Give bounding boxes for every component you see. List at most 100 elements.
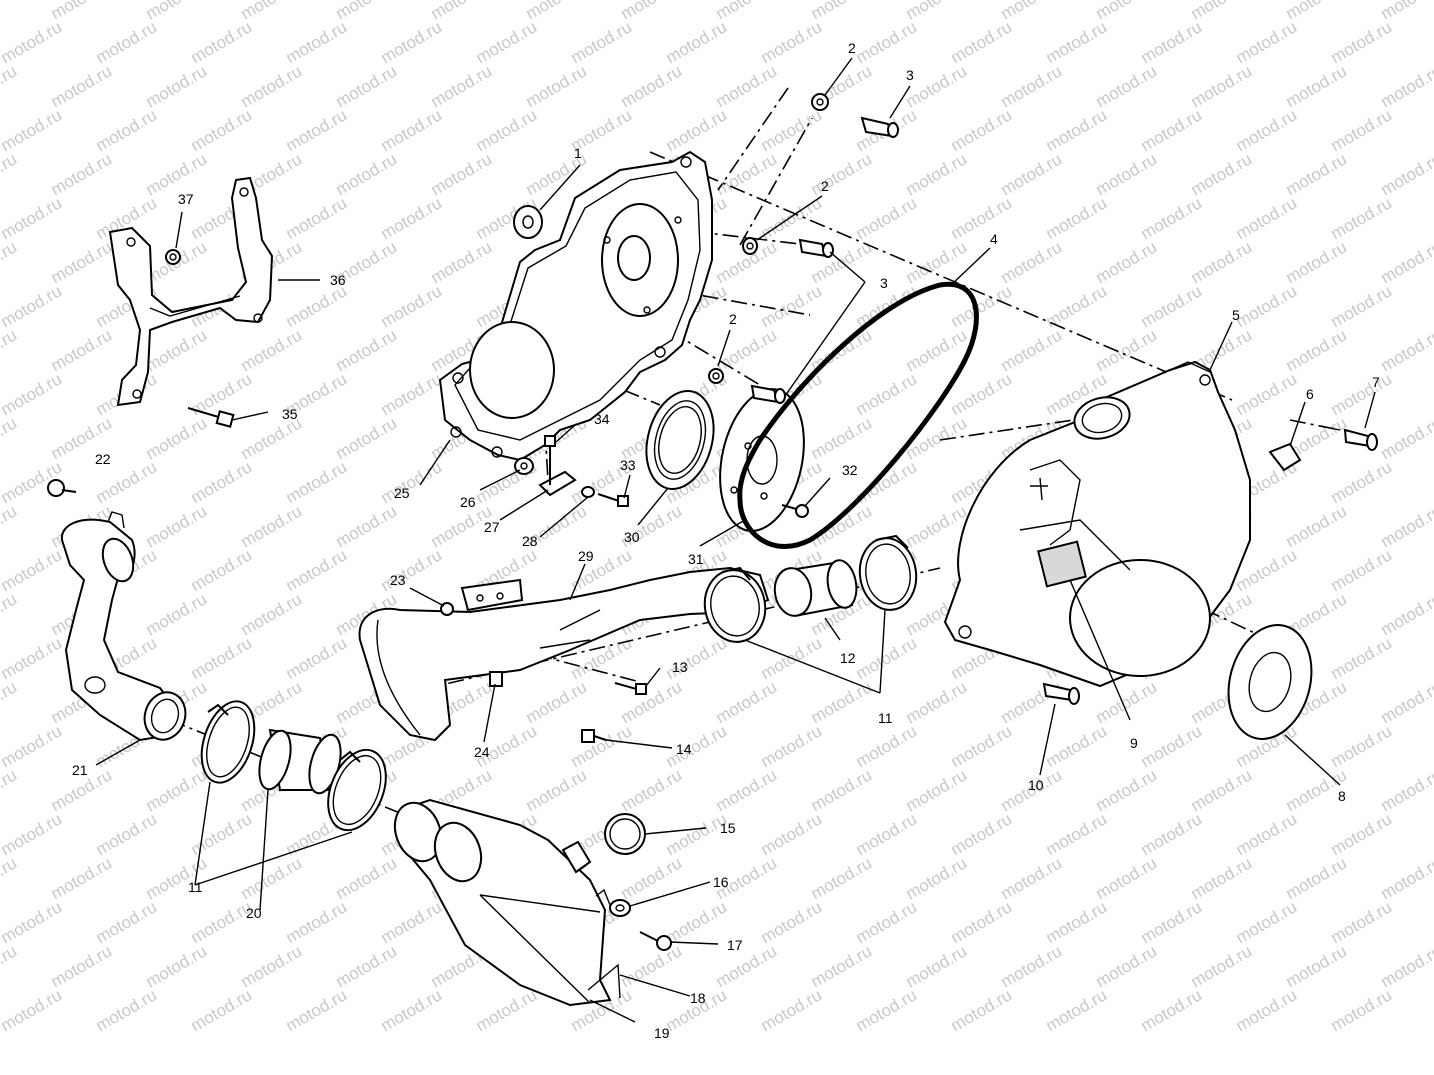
hose-clamp-11-c [703,566,767,643]
watermark-text: motod.ru [378,897,446,947]
watermark-text: motod.ru [1233,281,1301,331]
watermark-text: motod.ru [48,237,116,287]
screw-13 [614,682,647,695]
watermark-text: motod.ru [853,721,921,771]
watermark-text: motod.ru [1043,809,1111,859]
watermark-text: motod.ru [618,677,686,727]
watermark-text: motod.ru [1188,941,1256,991]
watermark-text: motod.ru [48,61,116,111]
watermark-text: motod.ru [1378,765,1434,815]
watermark-text: motod.ru [143,325,211,375]
watermark-text: motod.ru [1233,105,1301,155]
watermark-text: motod.ru [713,941,781,991]
watermark-text: motod.ru [618,61,686,111]
watermark-text: motod.ru [1378,589,1434,639]
watermark-text: motod.ru [1328,193,1396,243]
watermark-text: motod.ru [0,325,20,375]
watermark-text: motod.ru [473,105,541,155]
watermark-text: motod.ru [143,413,211,463]
watermark-text: motod.ru [1043,897,1111,947]
washer-2-a [811,93,829,111]
watermark-text: motod.ru [568,17,636,67]
watermark-text: motod.ru [1043,985,1111,1035]
watermark-text: motod.ru [1093,853,1161,903]
watermark-text: motod.ru [998,149,1066,199]
watermark-text: motod.ru [663,897,731,947]
screw-32 [781,504,809,518]
watermark-text: motod.ru [523,765,591,815]
watermark-text: motod.ru [1283,237,1351,287]
watermark-text: motod.ru [853,897,921,947]
watermark-text: motod.ru [1378,941,1434,991]
watermark-text: motod.ru [0,61,20,111]
watermark-text: motod.ru [0,105,65,155]
watermark-text: motod.ru [283,281,351,331]
watermark-text: motod.ru [1188,0,1256,23]
watermark-text: motod.ru [663,721,731,771]
watermark-text: motod.ru [618,0,686,23]
watermark-text: motod.ru [0,193,65,243]
watermark-text: motod.ru [1378,149,1434,199]
watermark-text: motod.ru [378,985,446,1035]
watermark-text: motod.ru [998,941,1066,991]
watermark-text: motod.ru [1188,853,1256,903]
watermark-text: motod.ru [0,941,20,991]
watermark-text: motod.ru [1188,237,1256,287]
callout-37: 37 [178,191,194,207]
watermark-text: motod.ru [0,897,65,947]
callout-11-b: 11 [188,879,203,895]
watermark-text: motod.ru [523,61,591,111]
watermark-text: motod.ru [0,765,20,815]
watermark-text: motod.ru [808,0,876,23]
watermark-text: motod.ru [853,633,921,683]
watermark-text: motod.ru [0,809,65,859]
callout-15: 15 [720,820,736,836]
bracket-36 [108,176,274,407]
drive-belt-4 [737,281,979,549]
watermark-text: motod.ru [1093,325,1161,375]
watermark-text: motod.ru [473,17,541,67]
watermark-text: motod.ru [998,853,1066,903]
watermark-text: motod.ru [0,545,65,595]
watermark-text: motod.ru [1328,105,1396,155]
watermark-text: motod.ru [948,897,1016,947]
watermark-text: motod.ru [903,941,971,991]
watermark-text: motod.ru [283,633,351,683]
watermark-text: motod.ru [378,17,446,67]
callout-12: 12 [840,650,856,666]
watermark-text: motod.ru [903,0,971,23]
watermark-text: motod.ru [758,105,826,155]
watermark-text: motod.ru [428,149,496,199]
watermark-text: motod.ru [1233,369,1301,419]
watermark-text: motod.ru [1233,809,1301,859]
bolt-35 [187,407,235,428]
watermark-text: motod.ru [903,853,971,903]
callout-6: 6 [1306,386,1314,402]
nut-37 [165,249,181,265]
callout-25: 25 [394,485,410,501]
watermark-text: motod.ru [188,633,256,683]
watermark-text: motod.ru [1328,545,1396,595]
watermark-text: motod.ru [0,369,65,419]
watermark-text: motod.ru [1138,897,1206,947]
watermark-text: motod.ru [188,897,256,947]
watermark-text: motod.ru [48,941,116,991]
watermark-text: motod.ru [188,105,256,155]
callout-32: 32 [842,462,858,478]
watermark-text: motod.ru [903,765,971,815]
watermark-text: motod.ru [1283,325,1351,375]
clip-24 [489,671,503,687]
screw-10 [1042,682,1080,705]
watermark-text: motod.ru [238,941,306,991]
callout-22: 22 [95,451,111,467]
watermark-text: motod.ru [808,853,876,903]
gasket-8 [1227,624,1313,740]
watermark-text: motod.ru [188,545,256,595]
watermark-text: motod.ru [0,413,20,463]
callout-2-a: 2 [848,40,856,56]
watermark-text: motod.ru [143,589,211,639]
bolt-3-c [750,384,786,404]
watermark-text: motod.ru [758,985,826,1035]
screw-33 [597,493,629,507]
